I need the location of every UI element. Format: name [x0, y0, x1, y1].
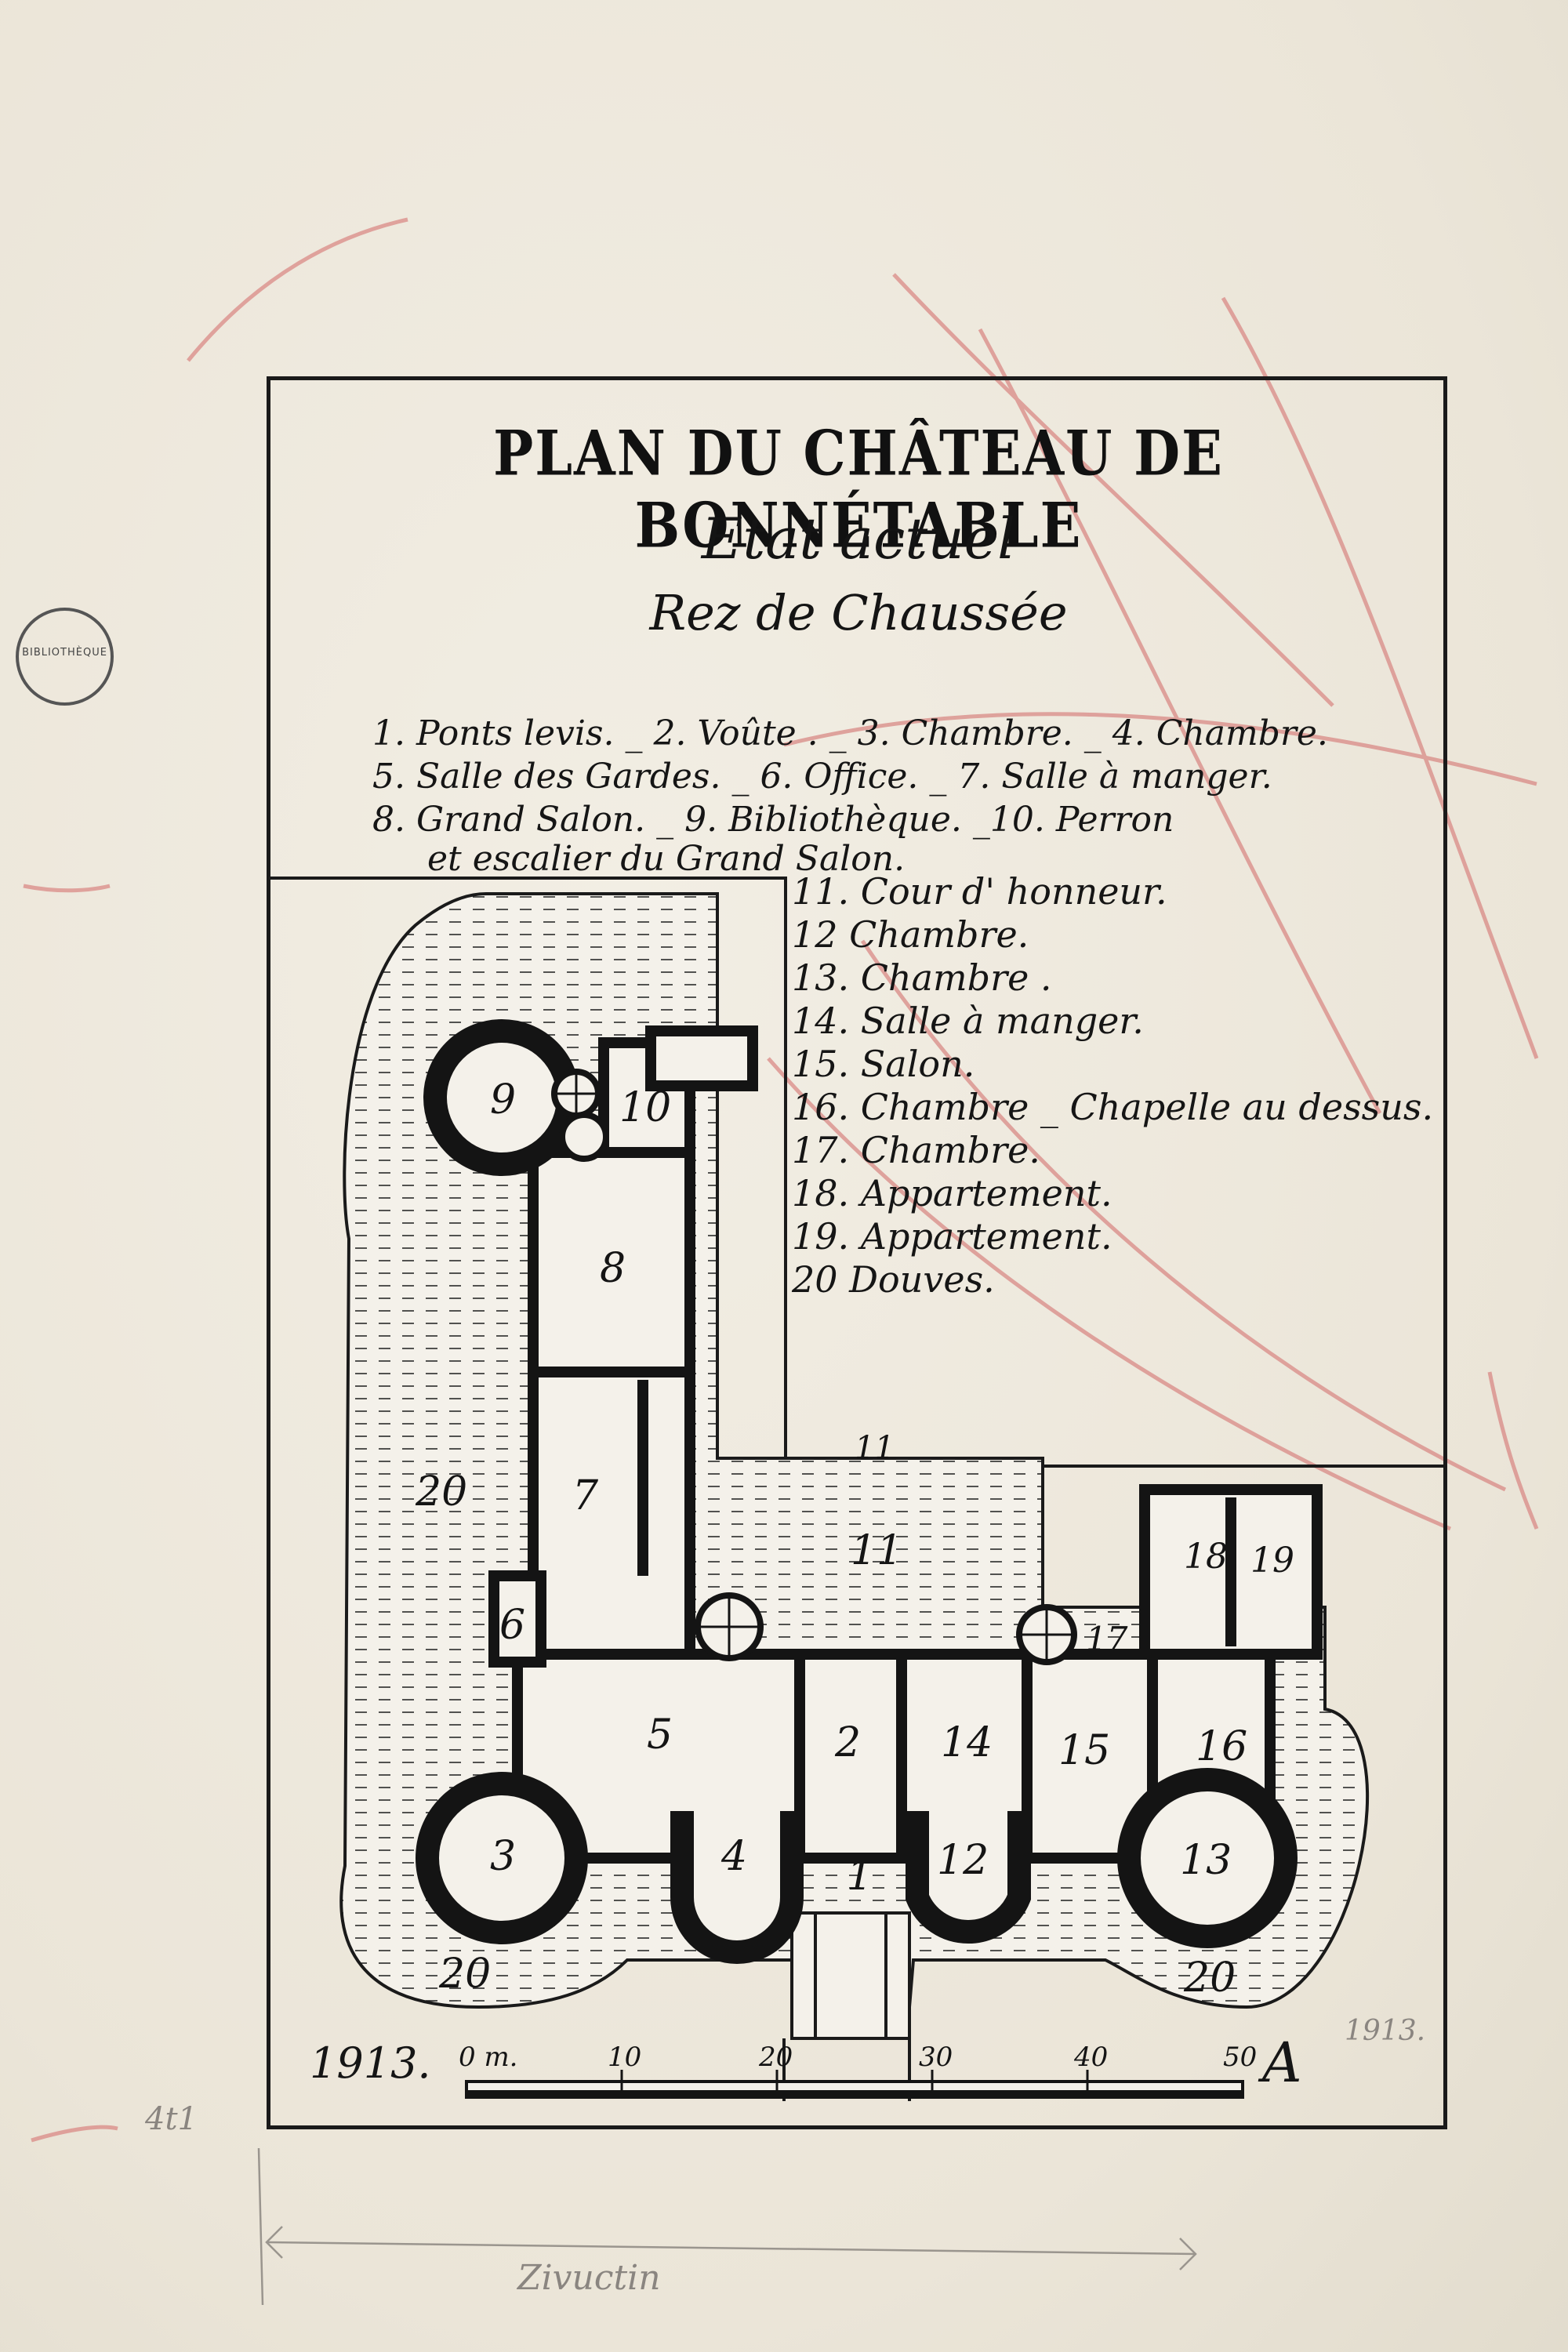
legend-item-14: 14. Salle à manger.: [792, 1000, 1144, 1042]
signature-monogram: A: [1262, 2031, 1302, 2095]
inner-frame-lines: [269, 877, 1445, 1468]
legend-line-4: et escalier du Grand Salon.: [427, 839, 906, 879]
legend-item-13: 13. Chambre .: [792, 956, 1052, 999]
room-7: 7: [572, 1472, 599, 1519]
subtitle-state: Etat actuel: [701, 506, 1016, 572]
room-11a: 11: [851, 1527, 902, 1574]
legend-item-15: 15. Salon.: [792, 1043, 975, 1085]
room-20a: 20: [415, 1468, 467, 1515]
room-8: 8: [600, 1245, 626, 1292]
legend-item-16: 16. Chambre _ Chapelle au dessus.: [792, 1086, 1434, 1128]
legend-line-1: 1. Ponts levis. _ 2. Voûte . _ 3. Chambr…: [372, 713, 1328, 753]
room-numbers: 1 2 3 4 5 6 7 8 9 10 11 11 12 13 14 15 1…: [415, 1076, 1294, 2002]
scale-bar: [465, 2070, 1244, 2099]
bridge: [782, 1911, 911, 2101]
plan-title: PLAN DU CHÂTEAU DE BONNÉTABLE: [493, 418, 1224, 562]
drawing-year: 1913.: [310, 2038, 431, 2088]
legend-item-12: 12 Chambre.: [792, 913, 1029, 956]
room-3: 3: [490, 1833, 516, 1880]
room-4: 4: [720, 1833, 747, 1880]
room-18: 18: [1184, 1537, 1228, 1577]
pencil-note-bottom: Zivuctin: [517, 2258, 661, 2298]
scale-label-50: 50: [1223, 2042, 1257, 2073]
room-12: 12: [937, 1837, 989, 1884]
room-2: 2: [834, 1719, 861, 1766]
room-13: 13: [1180, 1837, 1232, 1884]
room-20c: 20: [1183, 1955, 1236, 2002]
room-14: 14: [941, 1719, 993, 1766]
room-17: 17: [1086, 1620, 1128, 1658]
room-6: 6: [499, 1602, 525, 1649]
pencil-note-left: 4t1: [145, 2101, 198, 2137]
pencil-note-corner: 1913.: [1345, 2015, 1426, 2047]
scale-label-40: 40: [1073, 2042, 1108, 2073]
legend-line-3: 8. Grand Salon. _ 9. Bibliothèque. _10. …: [372, 800, 1174, 840]
scale-label-10: 10: [608, 2042, 641, 2073]
scale-label-20: 20: [758, 2042, 793, 2073]
red-pencil-marks: [23, 217, 1539, 2143]
room-16: 16: [1196, 1723, 1247, 1770]
room-11b: 11: [855, 1430, 895, 1466]
legend-line-2: 5. Salle des Gardes. _ 6. Office. _ 7. S…: [372, 757, 1272, 797]
room-20b: 20: [438, 1951, 491, 1998]
legend-item-18: 18. Appartement.: [792, 1172, 1112, 1214]
scale-label-0: 0 m.: [459, 2042, 518, 2073]
stamp-text: BIBLIOTHÈQUE: [22, 647, 107, 659]
room-19: 19: [1250, 1541, 1294, 1581]
legend-item-11: 11. Cour d' honneur.: [792, 870, 1167, 913]
towers: [416, 1019, 1298, 1964]
room-15: 15: [1058, 1727, 1110, 1774]
legend-item-17: 17. Chambre.: [792, 1129, 1040, 1171]
legend-item-20: 20 Douves.: [792, 1258, 995, 1301]
room-10: 10: [619, 1084, 671, 1131]
drawing-frame: [267, 376, 1447, 2129]
room-9: 9: [490, 1076, 516, 1123]
room-1: 1: [847, 1853, 873, 1900]
library-stamp: BIBLIOTHÈQUE: [16, 608, 114, 706]
subtitle-floor: Rez de Chaussée: [649, 584, 1068, 641]
scale-labels: 0 m. 10 20 30 40 50: [459, 2042, 1257, 2073]
legend-item-19: 19. Appartement.: [792, 1215, 1112, 1258]
room-5: 5: [647, 1711, 673, 1759]
stair-spokes: [554, 1072, 1074, 1662]
scale-label-30: 30: [919, 2042, 953, 2073]
pencil-lines: [257, 2147, 1197, 2306]
